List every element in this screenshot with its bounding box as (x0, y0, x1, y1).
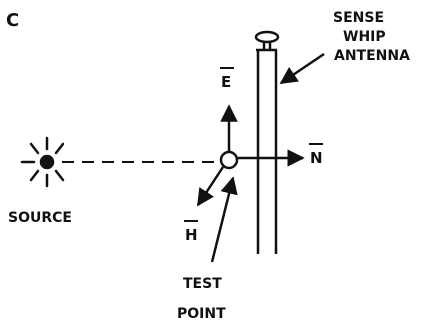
test-point-label-line1: TEST (183, 276, 222, 292)
e-field-label: E (221, 73, 231, 91)
antenna-label-line1: SENSE (333, 10, 384, 26)
test-point-icon (219, 150, 239, 170)
source-label: SOURCE (8, 210, 72, 226)
whip-antenna-icon (254, 30, 280, 254)
h-field-arrow (196, 166, 225, 207)
antenna-label-line3: ANTENNA (334, 48, 410, 64)
test-point-pointer-arrow (210, 176, 238, 263)
test-point-label-line2: POINT (177, 306, 226, 322)
source-icon (20, 136, 65, 188)
h-field-label: H (185, 226, 198, 244)
panel-letter: C (6, 10, 19, 31)
n-vector-label: N (310, 149, 323, 167)
antenna-pointer-arrow (279, 52, 325, 85)
antenna-label-line2: WHIP (343, 29, 386, 45)
